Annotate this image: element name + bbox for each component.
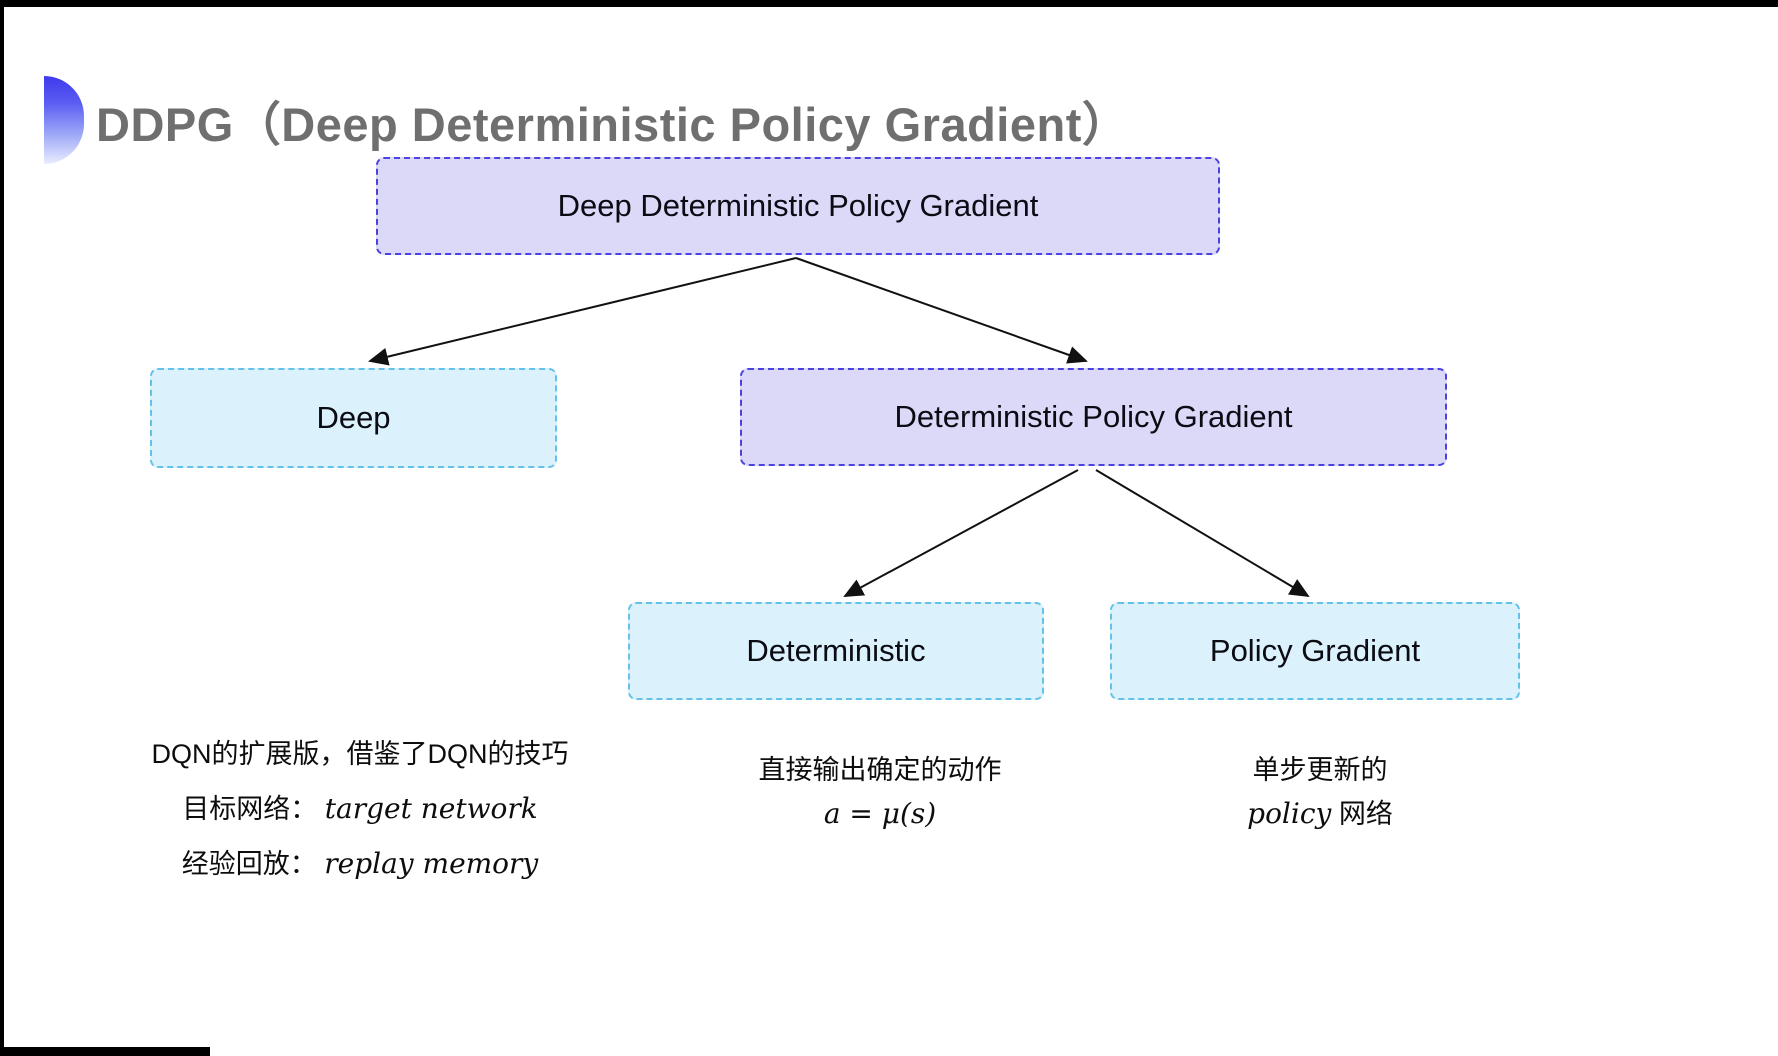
page-title: DDPG（Deep Deterministic Policy Gradient） — [96, 97, 1130, 151]
deep-annotation-line2: 目标网络： target network — [110, 792, 610, 826]
node-deep-deterministic-policy-gradient: Deep Deterministic Policy Gradient — [376, 157, 1220, 255]
letterbox-bottom-left-bar — [0, 1047, 210, 1056]
policy-gradient-annotation: 单步更新的 policy 网络 — [1150, 752, 1490, 840]
deterministic-formula: a = μ(s) — [823, 797, 937, 830]
deterministic-annotation-line1: 直接输出确定的动作 — [758, 755, 1002, 785]
replay-memory-label: 经验回放： — [181, 849, 317, 879]
policy-gradient-annotation-line1: 单步更新的 — [1252, 755, 1388, 785]
title-bullet-icon — [44, 76, 84, 164]
letterbox-left-bar — [0, 0, 4, 1056]
node-label: Policy Gradient — [1209, 633, 1421, 668]
node-label: Deterministic — [746, 633, 926, 668]
target-network-value: target network — [324, 792, 538, 825]
title-row: DDPG（Deep Deterministic Policy Gradient） — [44, 76, 1129, 164]
deterministic-annotation: 直接输出确定的动作 a = μ(s) — [690, 752, 1070, 840]
letterbox-top-bar — [0, 0, 1778, 7]
node-policy-gradient: Policy Gradient — [1110, 602, 1520, 700]
node-deterministic: Deterministic — [628, 602, 1044, 700]
node-deterministic-policy-gradient: Deterministic Policy Gradient — [740, 368, 1447, 466]
deep-annotation: DQN的扩展版，借鉴了DQN的技巧 目标网络： target network 经… — [110, 738, 610, 902]
policy-gradient-annotation-line2: policy 网络 — [1150, 796, 1490, 832]
node-label: Deep — [316, 400, 391, 435]
deep-annotation-line3: 经验回放： replay memory — [110, 847, 610, 881]
node-label: Deep Deterministic Policy Gradient — [557, 188, 1039, 223]
replay-memory-value: replay memory — [324, 847, 539, 880]
target-network-label: 目标网络： — [182, 794, 318, 824]
node-label: Deterministic Policy Gradient — [894, 399, 1293, 434]
node-deep: Deep — [150, 368, 557, 468]
deep-annotation-line1: DQN的扩展版，借鉴了DQN的技巧 — [151, 739, 569, 769]
policy-word: policy — [1247, 797, 1332, 830]
network-word: 网络 — [1338, 799, 1393, 829]
